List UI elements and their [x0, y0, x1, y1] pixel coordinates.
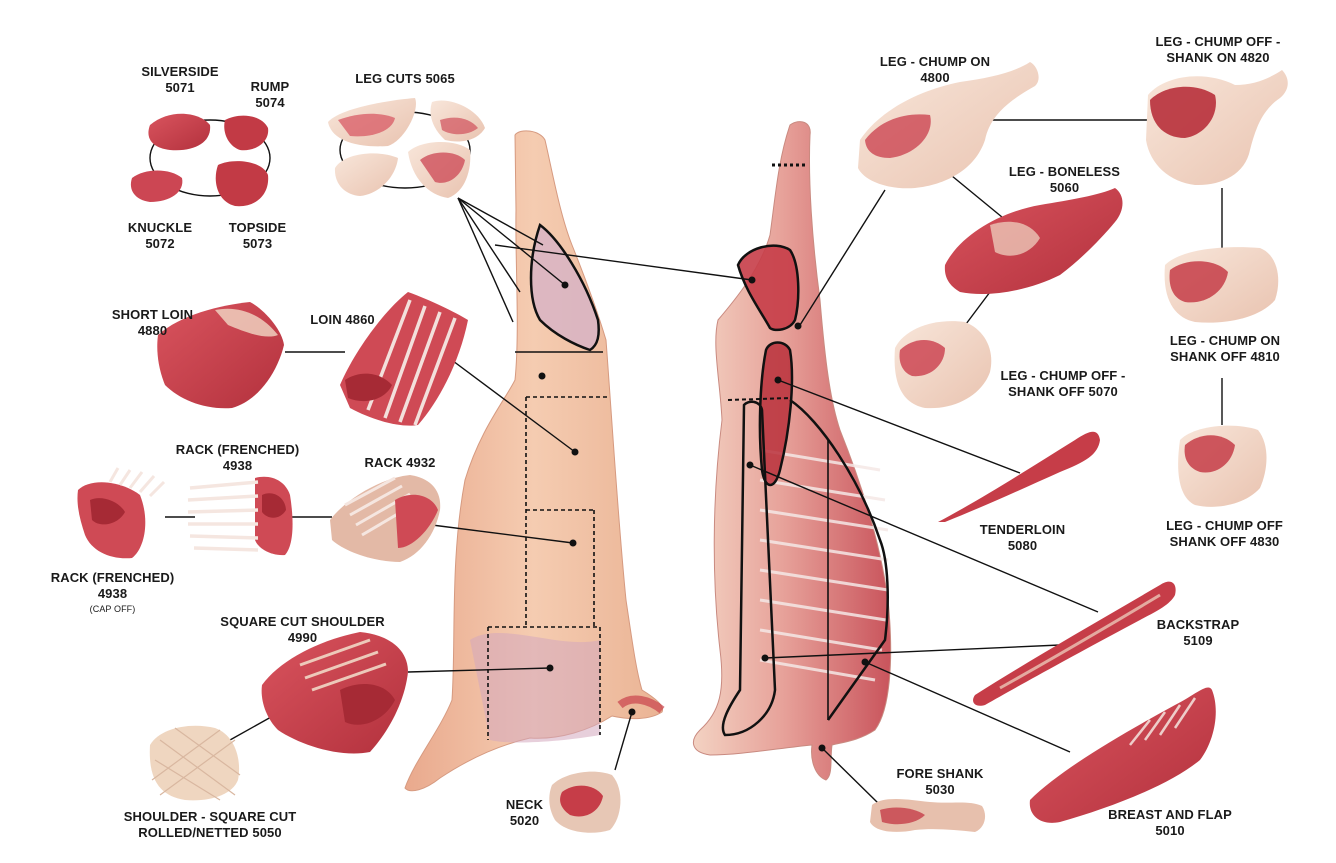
rack-frenched-image [187, 476, 293, 556]
leg-chump-on-image [858, 62, 1039, 189]
label-leg-chump-off-shank-off-5070: LEG - CHUMP OFF -SHANK OFF 5070 [1000, 368, 1126, 399]
leg-chump-off-shank-off-5070-image [894, 321, 992, 409]
tenderloin-image [938, 431, 1100, 522]
label-leg-chump-off-shank-on: LEG - CHUMP OFF -SHANK ON 4820 [1155, 34, 1281, 65]
leg-chump-off-shank-on-image [1146, 70, 1288, 186]
leg-cuts-group [328, 98, 485, 198]
square-cut-shoulder-image [261, 632, 408, 754]
short-loin-image [157, 302, 284, 409]
label-leg-cuts: LEG CUTS 5065 [355, 71, 455, 86]
rack-image [330, 475, 441, 562]
knuckle-cut-image [130, 170, 183, 202]
connector-dots [538, 276, 869, 752]
breast-and-flap-image [1029, 687, 1216, 823]
leg-boneless-image [944, 188, 1123, 295]
topside-cut-image [215, 161, 269, 207]
label-rack: RACK 4932 [364, 455, 436, 470]
label-rack-frenched-cap-off: RACK (FRENCHED)4938(CAP OFF) [50, 570, 175, 614]
backstrap-image [973, 581, 1176, 706]
leg-chump-on-shank-off-image [1164, 247, 1279, 323]
silverside-cut-image [148, 113, 211, 151]
fore-shank-image [870, 798, 986, 832]
rump-cut-image [224, 115, 269, 151]
label-rack-frenched: RACK (FRENCHED)4938 [175, 442, 300, 473]
carcass-inner-side [692, 121, 892, 781]
label-loin: LOIN 4860 [310, 312, 375, 327]
rack-frenched-cap-off-image [77, 467, 166, 559]
leg-subcuts-group [130, 113, 271, 207]
leg-chump-off-shank-off-4830-image [1178, 425, 1267, 507]
loin-image [340, 292, 468, 426]
neck-image [549, 771, 621, 833]
shoulder-rolled-netted-image [149, 725, 241, 801]
